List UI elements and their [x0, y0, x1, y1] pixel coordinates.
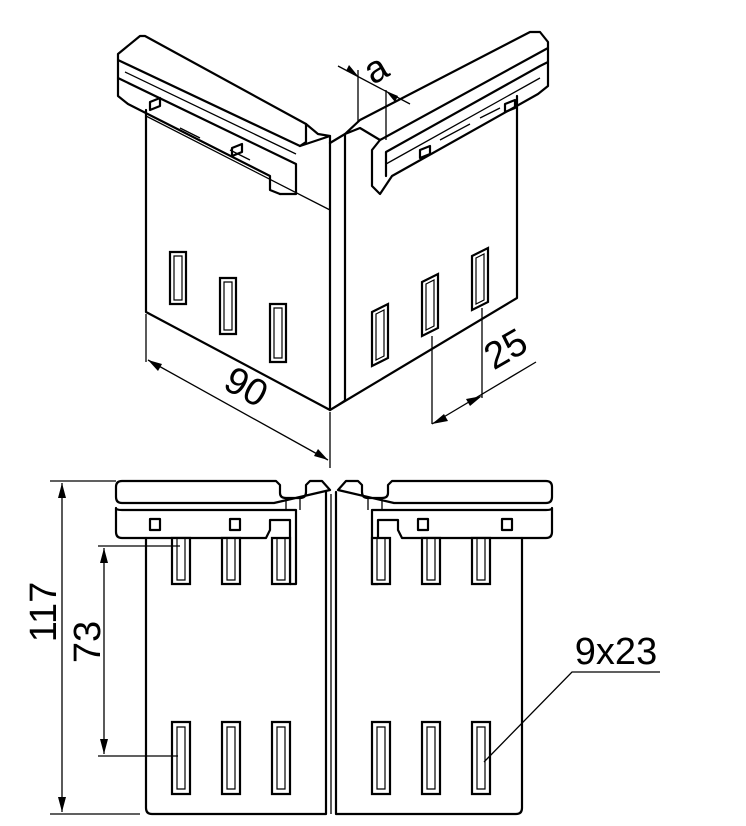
front-slot — [470, 720, 492, 796]
isometric-view: 90 25 a — [116, 30, 550, 468]
slot-size-callout: 9x23 — [483, 631, 660, 763]
front-slot — [270, 720, 292, 796]
dimension-73: 73 — [67, 545, 180, 757]
slot-size-label: 9x23 — [575, 631, 657, 673]
dimension-a: a — [337, 46, 411, 140]
front-panels — [144, 490, 524, 816]
front-slot — [270, 536, 292, 586]
front-lower-slots — [170, 720, 492, 796]
iso-left-slots — [168, 250, 288, 364]
front-view: 117 73 9x23 — [23, 479, 660, 816]
dimension-117: 117 — [23, 480, 140, 815]
front-slot — [420, 720, 442, 796]
iso-right-slots — [370, 246, 490, 368]
dimension-90: 90 — [145, 314, 331, 468]
iso-left-panel — [144, 108, 332, 412]
front-slot — [370, 720, 392, 796]
iso-slot — [168, 250, 188, 306]
front-slot — [470, 536, 492, 586]
front-slot — [420, 536, 442, 586]
dimension-73-label: 73 — [67, 621, 109, 663]
iso-slot — [420, 272, 440, 338]
front-right-flange — [336, 479, 554, 586]
dimension-a-label: a — [356, 46, 396, 93]
front-slot — [220, 720, 242, 796]
iso-slot — [218, 276, 238, 336]
iso-slot — [470, 246, 490, 312]
front-upper-slots — [170, 536, 492, 586]
front-slot — [220, 536, 242, 586]
front-slot — [170, 536, 192, 586]
iso-slot — [268, 302, 288, 364]
iso-right-flange — [343, 30, 550, 196]
front-slot — [170, 720, 192, 796]
dimension-25: 25 — [431, 308, 537, 425]
dimension-90-label: 90 — [217, 359, 274, 416]
iso-slot — [370, 302, 390, 368]
front-slot — [370, 536, 392, 586]
dimension-117-label: 117 — [23, 582, 65, 643]
dimension-25-label: 25 — [477, 321, 535, 379]
iso-left-flange — [116, 34, 332, 196]
